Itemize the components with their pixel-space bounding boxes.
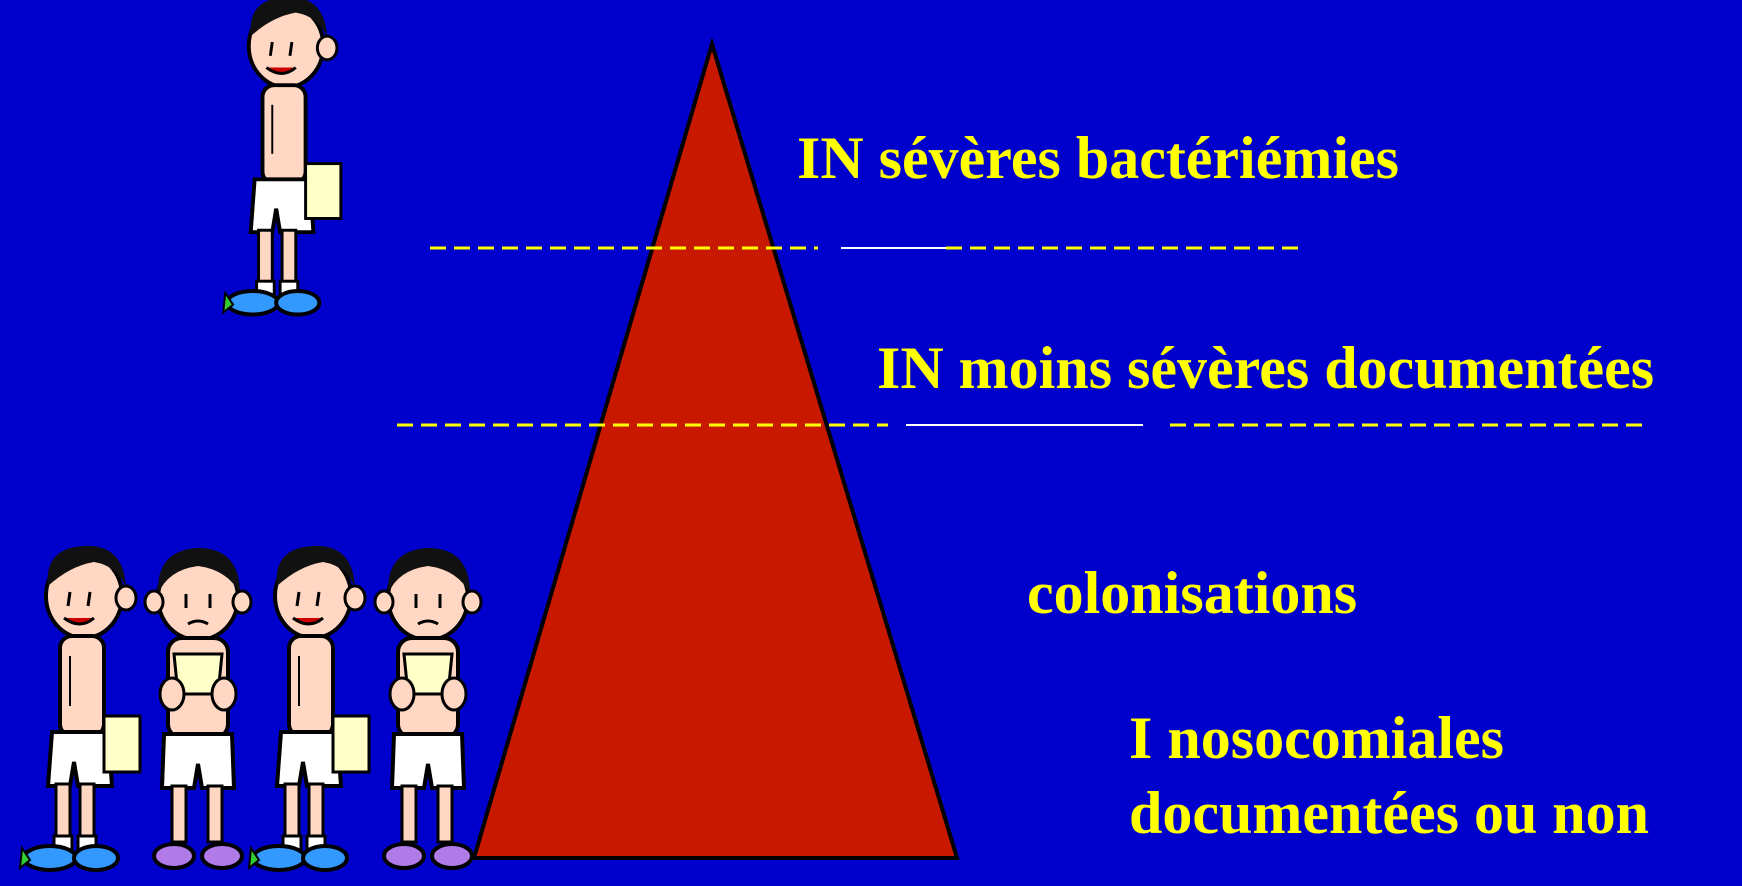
- cartoon-boy-smiling-icon: [249, 546, 369, 870]
- level-label-less-severe: IN moins sévères documentées: [877, 338, 1654, 398]
- cartoon-boy-icon: [223, 0, 341, 315]
- level-label-colonisations: colonisations: [1027, 563, 1357, 623]
- base-label-line-2: documentées ou non: [1129, 783, 1649, 843]
- base-label-line-1: I nosocomiales: [1129, 708, 1504, 768]
- cartoon-boy-worried-icon: [145, 548, 251, 868]
- cartoon-boy-smiling-icon: [20, 546, 140, 870]
- level-label-severe: IN sévères bactériémies: [797, 128, 1399, 188]
- cartoon-boy-worried-icon: [375, 548, 481, 868]
